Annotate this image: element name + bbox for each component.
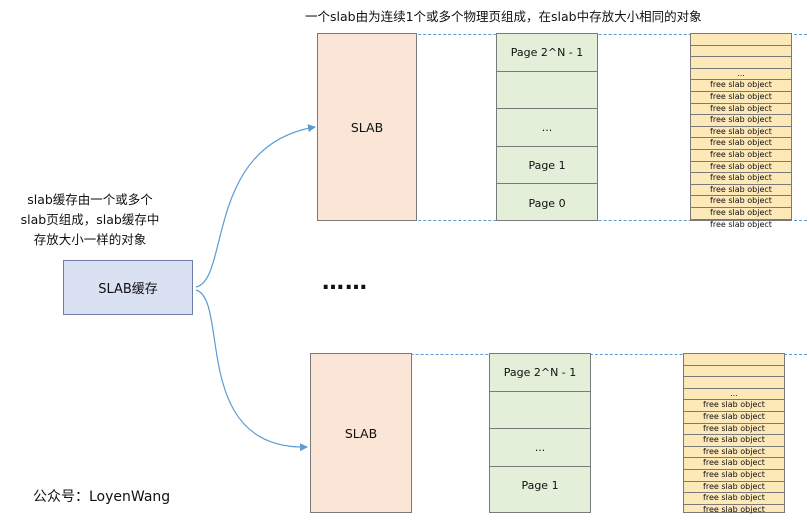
page-cell: Page 1 [497, 147, 597, 185]
object-row: free slab object [691, 115, 791, 127]
object-row [691, 34, 791, 46]
object-row: free slab object [684, 435, 784, 447]
object-row [691, 46, 791, 58]
object-row: ... [691, 69, 791, 81]
description-line: slab缓存由一个或多个 [27, 192, 153, 207]
object-row: free slab object [691, 80, 791, 92]
object-row: free slab object [684, 412, 784, 424]
more-slabs-ellipsis: …… [322, 270, 368, 295]
page-cell [490, 392, 590, 430]
object-row: free slab object [691, 104, 791, 116]
connector-arrows [195, 124, 316, 452]
page-cell: Page 2^N - 1 [497, 34, 597, 72]
object-row: free slab object [691, 92, 791, 104]
page-column-upper: Page 2^N - 1 ... Page 1 Page 0 [496, 33, 598, 221]
object-row: free slab object [691, 185, 791, 197]
page-cell [497, 72, 597, 110]
object-row: free slab object [691, 162, 791, 174]
arrow-to-upper-slab [195, 124, 316, 288]
object-row: free slab object [691, 127, 791, 139]
page-cell: ... [490, 429, 590, 467]
page-cell: Page 2^N - 1 [490, 354, 590, 392]
slab-label: SLAB [350, 119, 384, 135]
object-row: free slab object [684, 424, 784, 436]
arrow-to-lower-slab [195, 289, 308, 452]
description-line: 存放大小一样的对象 [33, 232, 147, 247]
object-row: free slab object [684, 470, 784, 482]
slab-cache-label: SLAB缓存 [98, 282, 158, 297]
object-row [691, 57, 791, 69]
diagram-title: 一个slab由为连续1个或多个物理页组成，在slab中存放大小相同的对象 [305, 9, 702, 24]
object-row: free slab object [691, 208, 791, 220]
slab-box-lower: SLAB [310, 353, 412, 513]
object-row: free slab object [684, 482, 784, 494]
ellipsis-text: … [322, 270, 345, 295]
object-row: free slab object [691, 173, 791, 185]
slab-cache-box: SLAB缓存 [63, 260, 193, 315]
page-cell: ... [497, 109, 597, 147]
object-row: free slab object [703, 504, 765, 514]
object-row [684, 354, 784, 366]
object-row [684, 366, 784, 378]
page-column-lower: Page 2^N - 1 ... Page 1 [489, 353, 591, 513]
object-column-upper: ... free slab object free slab object fr… [690, 33, 792, 229]
object-row: free slab object [691, 150, 791, 162]
object-row [684, 377, 784, 389]
ellipsis-text: … [345, 270, 368, 295]
object-row: free slab object [691, 196, 791, 208]
page-cell: Page 0 [528, 196, 566, 210]
object-row: free slab object [684, 458, 784, 470]
object-row: ... [684, 389, 784, 401]
object-row: free slab object [691, 138, 791, 150]
slab-label: SLAB [344, 425, 378, 441]
page-cell: Page 1 [521, 479, 559, 493]
object-row: free slab object [684, 400, 784, 412]
object-row: free slab object [684, 447, 784, 459]
slab-box-upper: SLAB [317, 33, 417, 221]
cache-description: slab缓存由一个或多个 slab页组成，slab缓存中 存放大小一样的对象 [0, 190, 180, 250]
object-row: free slab object [710, 219, 772, 229]
description-line: slab页组成，slab缓存中 [20, 212, 160, 227]
